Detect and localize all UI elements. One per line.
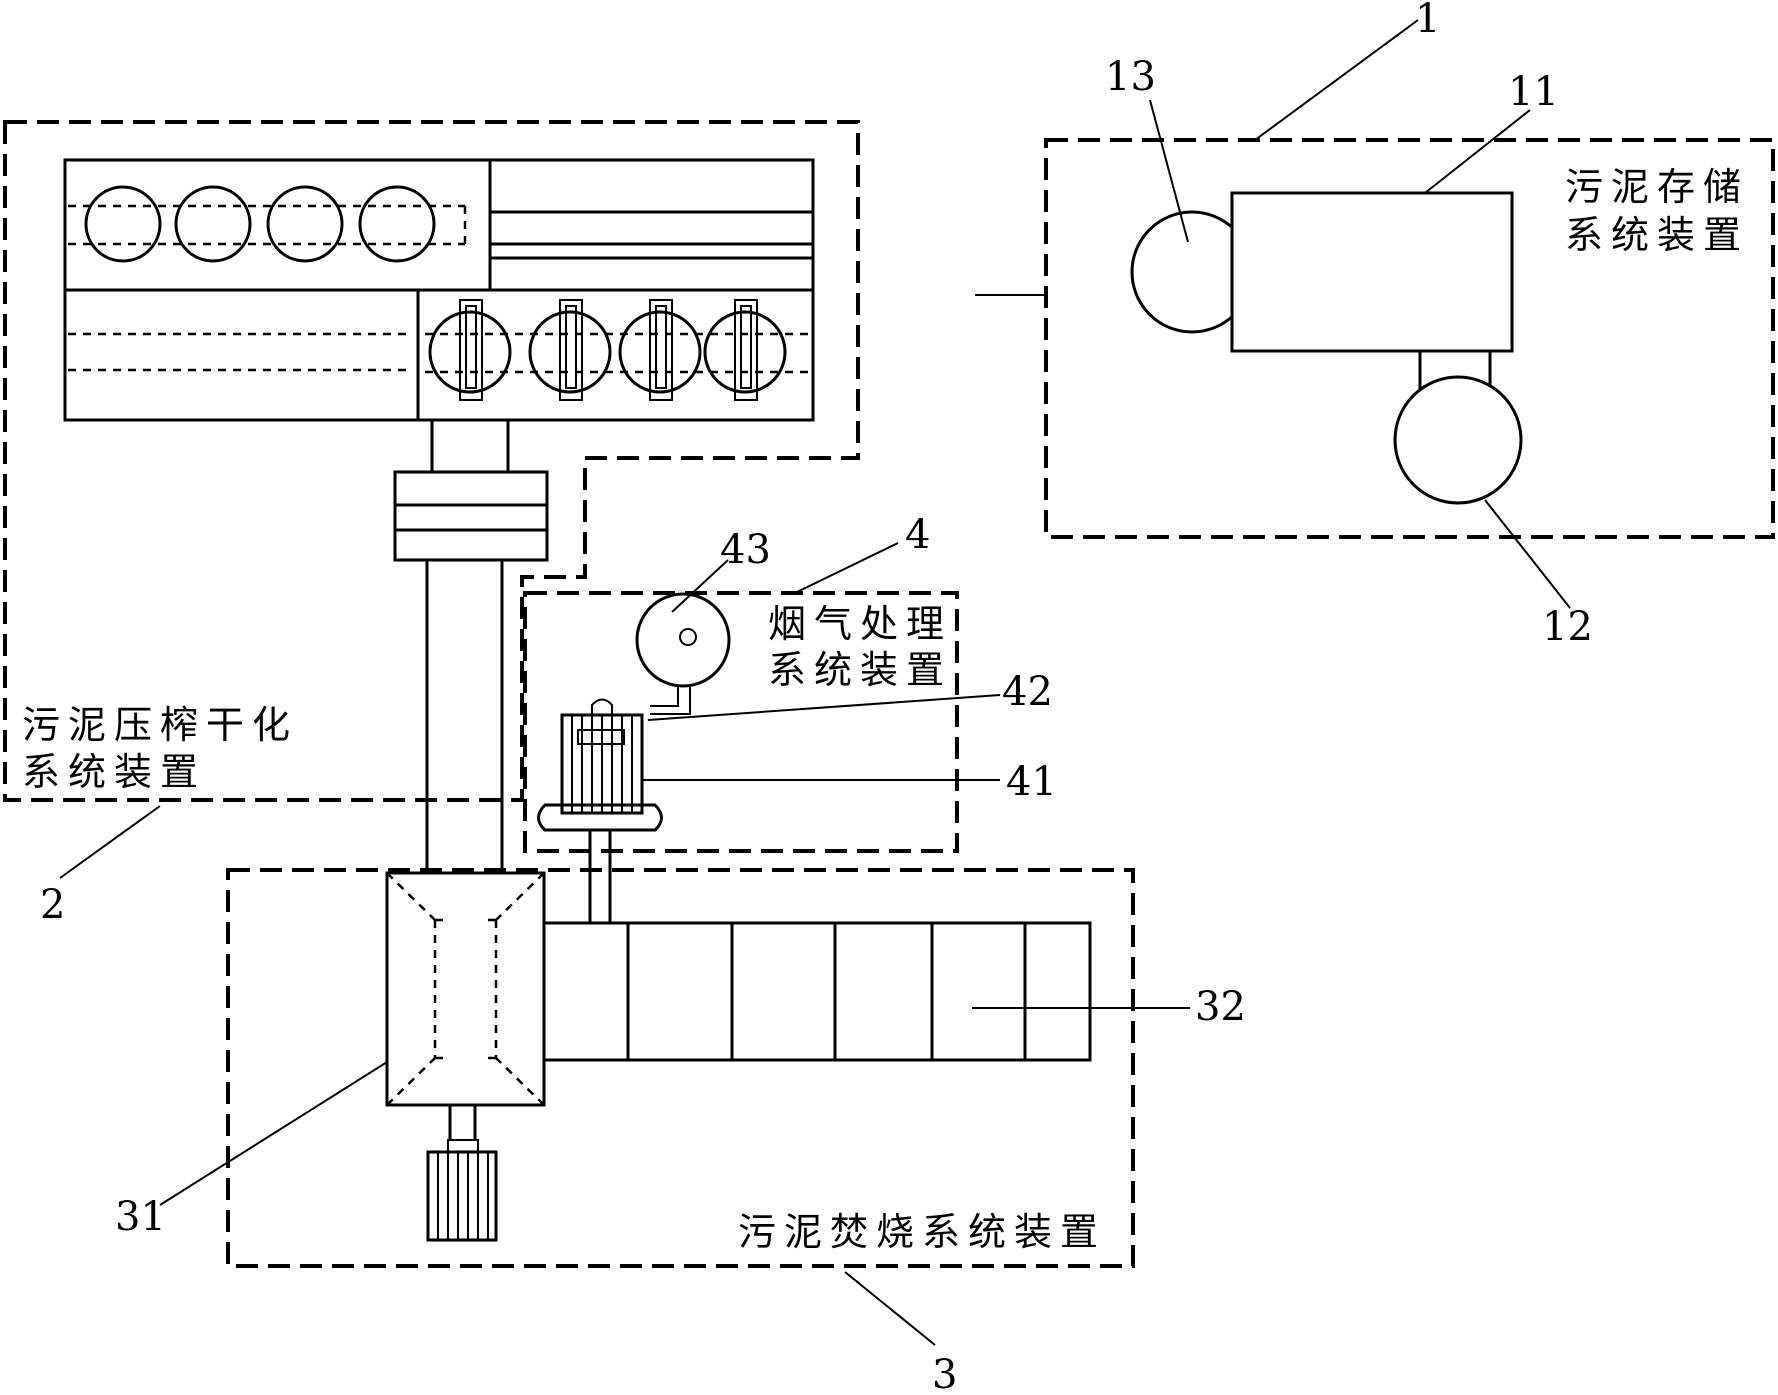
burner-motor xyxy=(426,1139,498,1242)
fan-hub xyxy=(679,628,697,646)
leader-line xyxy=(159,1061,388,1206)
incineration-unit-boundary xyxy=(226,868,1135,1268)
furnace-chamber xyxy=(433,918,498,1060)
flue-duct xyxy=(542,921,1092,1062)
furnace-diagonal xyxy=(386,1057,436,1106)
label-11: 11 xyxy=(1508,69,1559,115)
leader-line xyxy=(671,559,729,613)
hopper xyxy=(393,470,549,562)
press-roller xyxy=(174,185,252,263)
leader-line xyxy=(647,694,1001,721)
storage-unit-title: 系统装置 xyxy=(1565,213,1749,257)
storage-unit: 污泥存储 系统装置 1 11 13 12 xyxy=(975,0,1775,650)
leader-line xyxy=(1254,19,1419,141)
flue-gas-unit-title: 系统装置 xyxy=(768,648,952,692)
storage-unit-title: 污泥存储 xyxy=(1565,165,1749,209)
press-roller xyxy=(358,185,436,263)
pump xyxy=(1393,375,1523,505)
label-1: 1 xyxy=(1415,0,1440,42)
leader-line xyxy=(794,542,899,594)
pressing-unit: 污泥压榨干化 系统装置 2 xyxy=(3,120,860,928)
press-roller xyxy=(84,185,162,263)
storage-unit-boundary xyxy=(1044,138,1775,539)
label-32: 32 xyxy=(1195,984,1246,1030)
label-3: 3 xyxy=(932,1352,957,1395)
label-13: 13 xyxy=(1105,54,1156,100)
furnace-diagonal xyxy=(495,1057,545,1106)
pressing-unit-boundary xyxy=(3,120,860,802)
flue-gas-unit: 烟气处理 系统装置 4 43 42 41 xyxy=(523,512,1057,923)
scrubber-base xyxy=(537,803,663,832)
leader-line xyxy=(59,805,161,879)
label-43: 43 xyxy=(720,527,771,573)
label-2: 2 xyxy=(40,882,65,928)
label-42: 42 xyxy=(1002,669,1053,715)
incineration-unit: 污泥焚烧系统装置 31 32 3 xyxy=(115,868,1246,1395)
leader-line xyxy=(1484,499,1571,609)
label-31: 31 xyxy=(115,1194,166,1240)
scrubber-tower xyxy=(560,698,644,815)
furnace-diagonal xyxy=(495,872,545,921)
fan-pipe xyxy=(650,686,691,715)
flue-gas-unit-boundary xyxy=(523,591,959,853)
label-41: 41 xyxy=(1006,759,1057,805)
drying-drum xyxy=(528,299,612,401)
incineration-unit-title: 污泥焚烧系统装置 xyxy=(738,1210,1106,1254)
drying-drum xyxy=(428,299,512,401)
incinerator-furnace xyxy=(385,871,546,1107)
pressing-unit-title: 系统装置 xyxy=(22,750,206,794)
press-roller xyxy=(266,185,344,263)
flue-gas-unit-title: 烟气处理 xyxy=(768,602,952,646)
leader-line xyxy=(1424,109,1531,194)
label-12: 12 xyxy=(1542,604,1593,650)
leader-line xyxy=(1149,99,1189,243)
pressing-unit-title: 污泥压榨干化 xyxy=(22,703,298,747)
drying-drum xyxy=(703,299,787,401)
induced-fan xyxy=(635,592,731,688)
label-4: 4 xyxy=(905,512,930,558)
storage-tank xyxy=(1230,191,1514,353)
drying-drum xyxy=(618,299,702,401)
furnace-diagonal xyxy=(386,872,436,921)
leader-line xyxy=(844,1271,936,1346)
